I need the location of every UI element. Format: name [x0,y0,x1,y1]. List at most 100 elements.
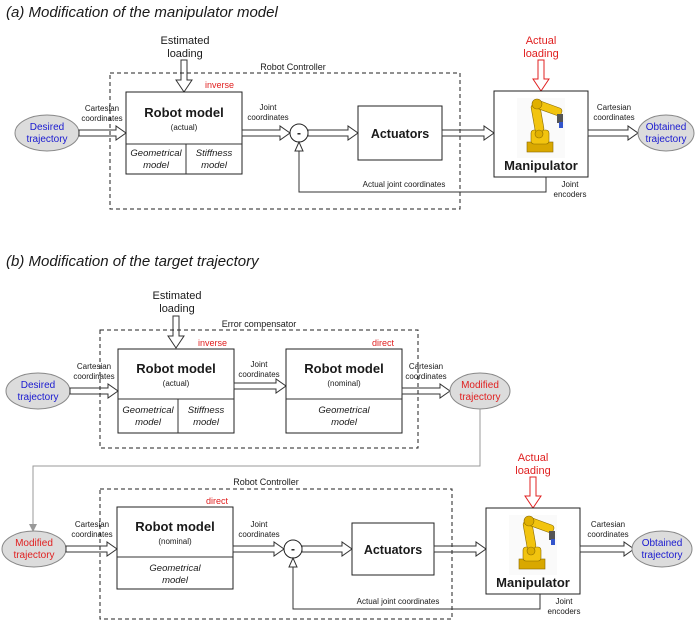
b-joint-coordinates2-l2: coordinates [238,530,279,539]
b-obtained-l1: Obtained [642,538,683,549]
b-cartesian-in-l1: Cartesian [77,362,111,371]
b-modified-trajectory-node [449,372,511,410]
a-cartesian-in-l1: Cartesian [85,104,119,113]
a-industrial-robot-icon [516,97,566,159]
b-modified-in-l2: trajectory [13,550,54,561]
a-desired-l1: Desired [30,122,64,133]
b-cartesian-out2-l1: Cartesian [591,520,625,529]
b-direct-tag2: direct [206,496,229,506]
b-robot-model-actual-box [117,348,235,434]
a-joint-encoders-l1: Joint [562,180,580,189]
b-controller-geometrical-l1: Geometrical [149,563,201,574]
a-joint-coordinates-l2: coordinates [247,113,288,122]
a-robot-model-title: Robot model [144,105,223,120]
b-sum-to-actuators-arrow [301,541,353,557]
b-actual-loading-l1: Actual [518,452,549,464]
a-geometrical-model-l2: model [143,160,170,171]
b-modified-trajectory-in-node [1,530,67,568]
a-model-to-sum-arrow [241,125,291,141]
a-obtained-l2: trajectory [645,134,686,145]
b-controller-robot-model-box [116,506,234,590]
b-actual-to-nominal-arrow [233,378,287,394]
b-geometrical-model-l1: Geometrical [122,405,174,416]
a-estimated-loading-line2: loading [167,48,202,60]
b-stiffness-model-l2: model [193,417,220,428]
a-actuators-label: Actuators [371,127,429,141]
b-modified-feed-line [32,409,481,525]
a-joint-encoders-l2: encoders [554,190,587,199]
b-actuators-label: Actuators [364,543,422,557]
b-stiffness-model-l1: Stiffness [188,405,225,416]
b-cartesian-out2-l2: coordinates [587,530,628,539]
b-minus-sign: - [291,542,295,556]
section-b-title: (b) Modification of the target trajector… [6,253,260,270]
a-estimated-loading-line1: Estimated [161,35,210,47]
b-estimated-loading-l1: Estimated [153,290,202,302]
b-desired-l2: trajectory [17,392,58,403]
b-robot-model-actual-title: Robot model [136,361,215,376]
a-cartesian-in-l2: coordinates [81,114,122,123]
b-obtained-trajectory-node [631,530,693,568]
a-cartesian-out-l1: Cartesian [597,103,631,112]
b-joint-encoders-l1: Joint [556,597,574,606]
b-cartesian-in2-l1: Cartesian [75,520,109,529]
a-feedback-line [298,151,547,193]
a-joint-coordinates-l1: Joint [260,103,278,112]
a-desired-to-model-arrow [78,125,127,141]
b-actual-loading-l2: loading [515,465,550,477]
b-inverse-tag: inverse [198,338,227,348]
a-actual-loading-l2: loading [523,48,558,60]
b-joint-coordinates2-l1: Joint [251,520,269,529]
b-robot-controller-frame [99,488,453,620]
a-desired-l2: trajectory [26,134,67,145]
b-actual-joint-coordinates: Actual joint coordinates [357,597,440,606]
a-actual-joint-coordinates: Actual joint coordinates [363,180,446,189]
b-robot-model-nominal-sub: (nominal) [327,379,361,388]
b-error-compensator-frame [99,329,419,449]
b-joint-coordinates-l2: coordinates [238,370,279,379]
a-robot-controller-frame [109,72,461,210]
a-manipulator-label: Manipulator [504,158,578,173]
b-obtained-l2: trajectory [641,550,682,561]
b-modified-l2: trajectory [459,392,500,403]
a-minus-sign: - [297,126,301,140]
section-a-title: (a) Modification of the manipulator mode… [6,4,278,21]
a-sum-to-actuators-arrow [307,125,359,141]
a-estimated-loading-arrow [175,59,193,93]
a-desired-trajectory-node [14,114,80,152]
b-modified-in-l1: Modified [15,538,53,549]
a-robot-model-sub: (actual) [171,123,198,132]
b-cartesian-in2-l2: coordinates [71,530,112,539]
b-nominal-to-modified-arrow [401,383,451,399]
b-controller-geometrical-l2: model [162,575,189,586]
b-cartesian-out-l2: coordinates [405,372,446,381]
b-controller-robot-model-sub: (nominal) [158,537,192,546]
b-controller-robot-model-title: Robot model [135,519,214,534]
a-manipulator-to-obtained-arrow [587,125,639,141]
b-cartesian-out-l1: Cartesian [409,362,443,371]
b-robot-model-nominal-title: Robot model [304,361,383,376]
a-obtained-l1: Obtained [646,122,687,133]
b-joint-encoders-l2: encoders [548,607,581,616]
b-feedback-line [292,567,541,610]
b-model-to-sum-arrow [232,541,285,557]
b-robot-controller-label: Robot Controller [233,477,299,487]
b-desired-l1: Desired [21,380,55,391]
b-desired-trajectory-node [5,372,71,410]
a-robot-model-box [125,91,243,175]
a-stiffness-model-l2: model [201,160,228,171]
b-direct-tag: direct [372,338,395,348]
b-nominal-geometrical-l1: Geometrical [318,405,370,416]
a-actuators-to-manipulator-arrow [441,125,495,141]
b-actual-loading-arrow [524,476,542,509]
b-error-compensator-label: Error compensator [222,319,297,329]
b-industrial-robot-icon [508,514,558,576]
b-modified-l1: Modified [461,380,499,391]
b-joint-coordinates-l1: Joint [251,360,269,369]
b-actuators-to-manipulator-arrow [433,541,487,557]
b-manipulator-to-obtained-arrow [579,541,635,557]
a-actual-loading-l1: Actual [526,35,557,47]
b-nominal-geometrical-l2: model [331,417,358,428]
a-cartesian-out-l2: coordinates [593,113,634,122]
